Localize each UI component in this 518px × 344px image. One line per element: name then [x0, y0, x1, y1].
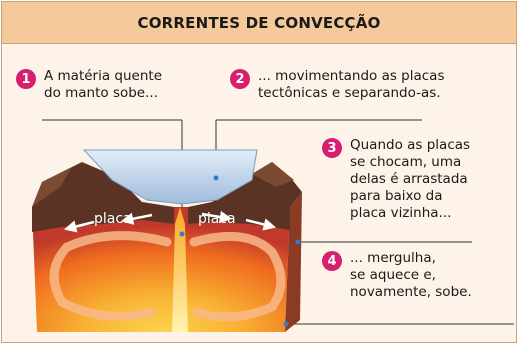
step-3: 3 Quando as placas se chocam, uma delas … [322, 137, 470, 222]
header-title: CORRENTES DE CONVECÇÃO [137, 13, 381, 32]
step-2: 2 ... movimentando as placas tectônicas … [230, 68, 445, 102]
marker-dot-3 [295, 239, 301, 245]
left-mountain [32, 167, 72, 207]
ocean-water [82, 149, 258, 205]
step-3-badge: 3 [322, 138, 342, 158]
left-plate-arrow [120, 212, 153, 225]
step-4: 4 ... mergulha, se aquece e, novamente, … [322, 250, 472, 301]
right-mountain [252, 162, 294, 187]
right-convection-cell [189, 231, 286, 322]
right-plate-arrow-2 [245, 218, 277, 231]
right-plate-arrow [201, 210, 233, 224]
marker-dot-4 [283, 321, 289, 327]
left-convection-cell [49, 231, 172, 321]
step-1-badge: 1 [16, 69, 36, 89]
plate-label-left: placa [94, 211, 132, 227]
plate-label-right: placa [198, 211, 236, 227]
marker-dot-1 [179, 231, 185, 237]
left-plate-arrow-2 [63, 220, 95, 233]
magma-plume [172, 207, 188, 332]
step-2-caption: ... movimentando as placas tectônicas e … [258, 68, 445, 101]
step-2-badge: 2 [230, 69, 250, 89]
header-bar: CORRENTES DE CONVECÇÃO [2, 2, 516, 44]
left-plate-crust [32, 162, 174, 232]
step-4-badge: 4 [322, 251, 342, 271]
step-1-caption: A matéria quente do manto sobe... [44, 68, 162, 101]
marker-dot-2 [213, 175, 219, 181]
step-4-caption: ... mergulha, se aquece e, novamente, so… [350, 250, 472, 300]
step-3-caption: Quando as placas se chocam, uma delas é … [350, 137, 471, 221]
step-1: 1 A matéria quente do manto sobe... [16, 68, 162, 102]
